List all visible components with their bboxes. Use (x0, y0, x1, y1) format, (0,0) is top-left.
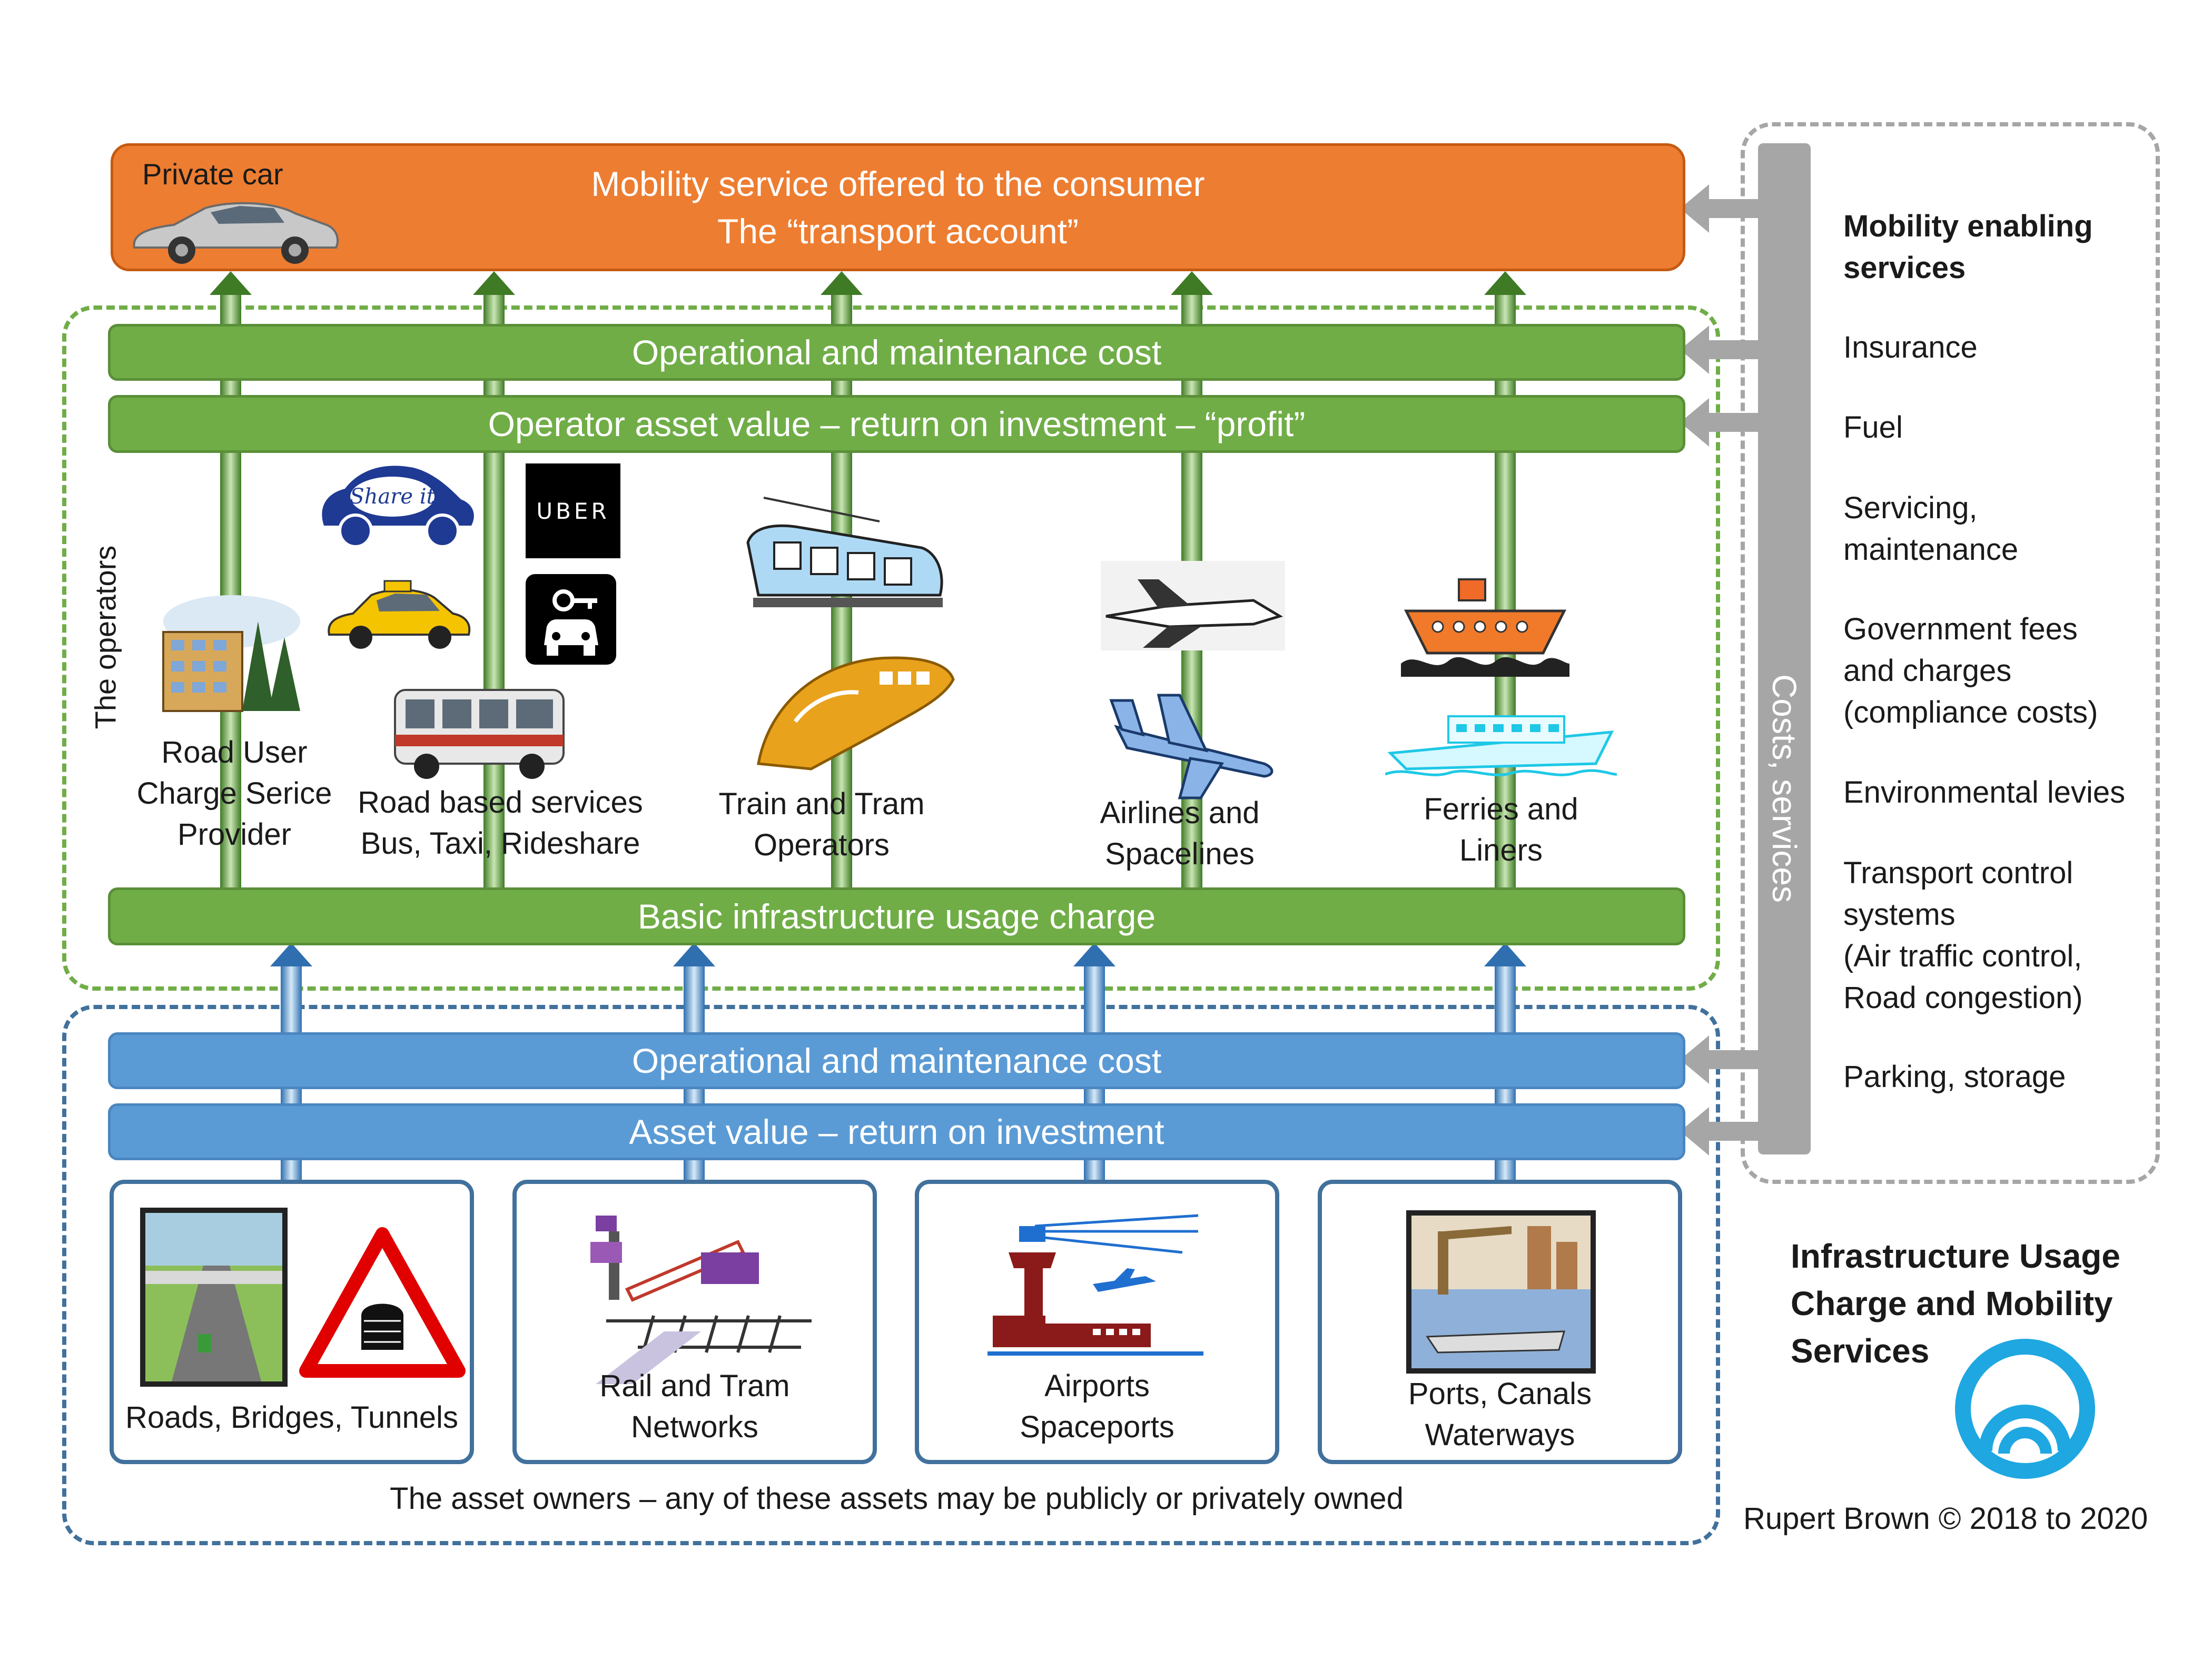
operator-road-services-line2: Bus, Taxi, Rideshare (360, 826, 640, 861)
road-bridge-icon (140, 1208, 288, 1387)
service-transport-control-line2: systems (1843, 897, 1956, 932)
operator-road-user-charge-line2: Charge Serice (136, 776, 332, 811)
operator-ferries-line2: Liners (1459, 833, 1543, 867)
rings-logo-icon (1955, 1339, 2095, 1479)
operator-road-services-line1: Road based services (358, 785, 643, 819)
service-transport-control-line3: (Air traffic control, (1843, 939, 2082, 973)
costs-services-group-frame (1741, 122, 2160, 1184)
airplane-icon (1109, 694, 1273, 799)
heading-line1: Mobility enabling (1843, 209, 2093, 243)
costs-services-bar: Costs, services (1758, 143, 1811, 1154)
service-transport-control: Transport control systems (Air traffic c… (1843, 852, 2083, 1019)
service-servicing-line2: maintenance (1843, 532, 2019, 567)
service-environmental-levies: Environmental levies (1843, 775, 2126, 809)
private-car-label: Private car (142, 157, 283, 191)
asset-ports-label: Ports, Canals Waterways (1322, 1374, 1678, 1456)
operator-airlines-line1: Airlines and (1100, 796, 1260, 830)
service-transport-control-line1: Transport control (1843, 856, 2073, 890)
operator-airlines-label: Airlines and Spacelines (1059, 793, 1301, 875)
operators-group-frame (62, 305, 1720, 991)
taxi-icon (328, 580, 471, 649)
asset-airports-box: Airports Spaceports (915, 1180, 1279, 1464)
mobility-service-bar: Mobility service offered to the consumer… (111, 143, 1685, 271)
operator-road-services-label: Road based services Bus, Taxi, Rideshare (348, 782, 653, 864)
costs-services-label: Costs, services (1765, 674, 1803, 903)
title-line1: Infrastructure Usage (1791, 1237, 2120, 1275)
car-icon (133, 202, 339, 264)
diagram-title: Infrastructure Usage Charge and Mobility… (1791, 1232, 2120, 1375)
tram-icon (746, 497, 943, 607)
asset-roads-box: Roads, Bridges, Tunnels (110, 1180, 474, 1464)
bus-icon (394, 689, 565, 779)
service-transport-control-line4: Road congestion) (1843, 981, 2083, 1015)
title-line3: Services (1791, 1332, 1930, 1370)
asset-roads-label: Roads, Bridges, Tunnels (114, 1397, 470, 1438)
operator-road-user-charge-line3: Provider (177, 817, 291, 852)
owner-roi-bar: Asset value – return on investment (108, 1103, 1685, 1160)
operator-op-cost-bar: Operational and maintenance cost (108, 324, 1685, 381)
asset-airports-line1: Airports (1044, 1369, 1150, 1403)
tunnel-warning-sign-icon (299, 1227, 466, 1378)
railway-crossing-icon (590, 1216, 812, 1384)
mobility-service-line2: The “transport account” (717, 211, 1079, 251)
port-crane-icon (1406, 1210, 1596, 1374)
mobility-service-line1: Mobility service offered to the consumer (591, 164, 1205, 203)
heading-line2: services (1843, 251, 1966, 285)
operator-ferries-line1: Ferries and (1424, 792, 1578, 826)
cruise-ship-icon (1401, 578, 1569, 677)
asset-rail-box: Rail and Tram Networks (512, 1180, 877, 1464)
asset-roads-line1: Roads, Bridges, Tunnels (125, 1400, 458, 1435)
mobility-enabling-heading: Mobility enabling services (1843, 205, 2093, 289)
asset-owners-group-frame (62, 1005, 1720, 1545)
operator-road-user-charge-line1: Road User (161, 735, 308, 769)
operator-train-tram-line2: Operators (754, 828, 890, 862)
service-government-fees-line3: (compliance costs) (1843, 695, 2098, 729)
asset-rail-line1: Rail and Tram (599, 1369, 790, 1403)
operator-road-user-charge-label: Road User Charge Serice Provider (121, 732, 348, 855)
operator-roi-bar: Operator asset value – return on investm… (108, 395, 1685, 453)
asset-rail-label: Rail and Tram Networks (517, 1366, 873, 1448)
owner-op-cost-bar: Operational and maintenance cost (108, 1032, 1685, 1089)
service-servicing-line1: Servicing, (1843, 491, 1978, 525)
operator-ferries-label: Ferries and Liners (1380, 789, 1622, 871)
service-servicing: Servicing, maintenance (1843, 487, 2018, 570)
asset-rail-line2: Networks (631, 1410, 758, 1444)
asset-owners-footer: The asset owners – any of these assets m… (390, 1482, 1404, 1516)
operator-airlines-line2: Spacelines (1105, 837, 1255, 871)
high-speed-train-icon (757, 656, 955, 771)
uber-logo: UBER (526, 463, 620, 558)
spaceplane-icon (1101, 561, 1285, 650)
service-government-fees: Government fees and charges (compliance … (1843, 608, 2098, 733)
asset-airports-label: Airports Spaceports (919, 1366, 1275, 1448)
asset-ports-line1: Ports, Canals (1408, 1377, 1592, 1411)
service-parking: Parking, storage (1843, 1060, 2066, 1094)
ferry-icon (1385, 715, 1617, 776)
service-government-fees-line1: Government fees (1843, 612, 2078, 646)
uber-logo-text: UBER (536, 498, 610, 524)
operator-train-tram-label: Train and Tram Operators (700, 784, 943, 866)
infra-usage-charge-bar: Basic infrastructure usage charge (108, 887, 1685, 945)
service-government-fees-line2: and charges (1843, 654, 2012, 688)
asset-ports-box: Ports, Canals Waterways (1318, 1180, 1682, 1464)
service-insurance: Insurance (1843, 330, 1978, 364)
share-it-car-icon: Share it (322, 466, 474, 548)
credit-text: Rupert Brown © 2018 to 2020 (1743, 1502, 2148, 1536)
asset-airports-line2: Spaceports (1020, 1410, 1174, 1444)
share-it-logo-text: Share it (350, 485, 435, 509)
building-icon (162, 595, 300, 712)
operators-group-label: The operators (88, 545, 122, 729)
car-key-rental-icon (526, 574, 616, 665)
service-fuel: Fuel (1843, 410, 1903, 445)
grey-arrows (1680, 184, 1758, 1156)
operator-train-tram-line1: Train and Tram (718, 787, 925, 821)
title-line2: Charge and Mobility (1791, 1285, 2113, 1322)
asset-ports-line2: Waterways (1425, 1418, 1575, 1452)
airport-tower-icon (987, 1214, 1203, 1356)
